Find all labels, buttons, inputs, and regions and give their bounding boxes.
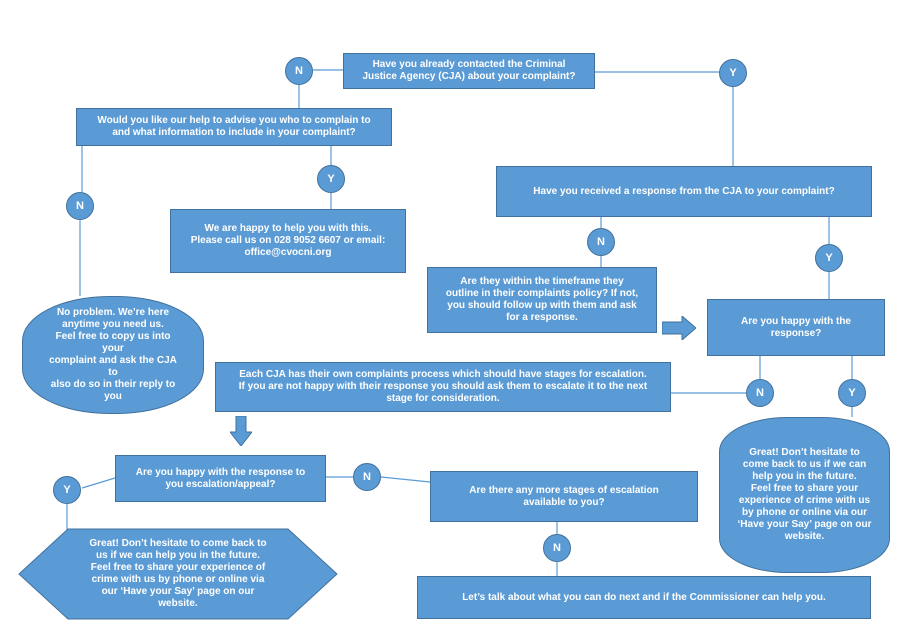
answer-no-more-stages: N <box>543 534 571 562</box>
question-within-timeframe: Are they within the timeframe they outli… <box>427 267 657 333</box>
question-happy-escalation: Are you happy with the response to you e… <box>115 455 326 502</box>
answer-yes-received: Y <box>815 244 843 272</box>
message-lets-talk: Let’s talk about what you can do next an… <box>417 576 871 619</box>
arrow-down-icon <box>230 416 252 446</box>
arrow-right-icon <box>662 316 696 340</box>
question-contacted-cja: Have you already contacted the Criminal … <box>343 53 595 89</box>
message-happy-to-help: We are happy to help you with this. Plea… <box>170 209 406 273</box>
message-escalation-process: Each CJA has their own complaints proces… <box>215 362 671 412</box>
answer-yes-escalation: Y <box>53 476 81 504</box>
answer-no-happy-response: N <box>746 379 774 407</box>
message-great-left: Great! Don’t hesitate to come back to us… <box>18 528 338 620</box>
question-received-response: Have you received a response from the CJ… <box>496 166 872 217</box>
answer-no-help: N <box>66 192 94 220</box>
question-help-advise: Would you like our help to advise you wh… <box>76 108 392 146</box>
answer-yes-happy-response: Y <box>838 379 866 407</box>
answer-no-received: N <box>587 228 615 256</box>
question-happy-response: Are you happy with the response? <box>707 299 885 356</box>
answer-no-contacted: N <box>285 57 313 85</box>
message-great-right: Great! Don’t hesitate to come back to us… <box>719 417 890 573</box>
answer-yes-help: Y <box>317 165 345 193</box>
answer-yes-contacted: Y <box>719 59 747 87</box>
question-more-stages: Are there any more stages of escalation … <box>430 471 698 522</box>
message-great-left-text: Great! Don’t hesitate to come back to us… <box>89 538 267 609</box>
answer-no-escalation: N <box>353 463 381 491</box>
message-no-problem: No problem. We’re here anytime you need … <box>22 296 204 414</box>
hexagon-shape <box>18 528 338 620</box>
